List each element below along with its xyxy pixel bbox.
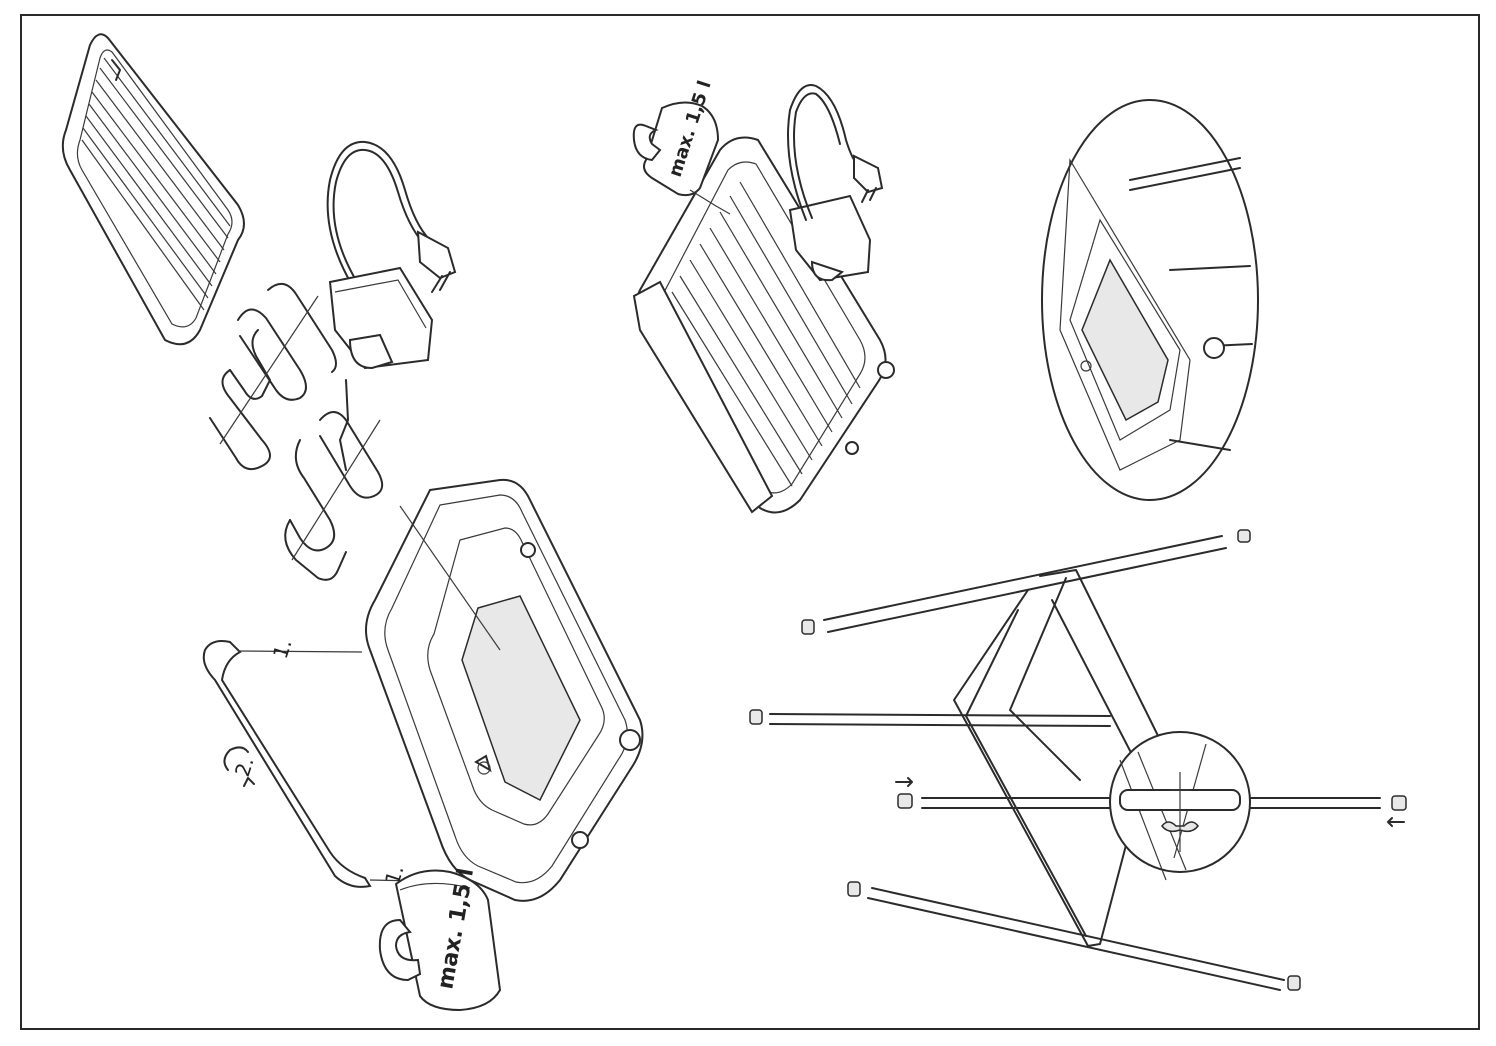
heating-element: [209, 283, 384, 581]
water-jug-pouring: [632, 101, 731, 215]
water-jug: [378, 869, 502, 1012]
figure-border: [20, 14, 1480, 1030]
stand-frame: [749, 529, 1407, 991]
assembled-grill: [632, 84, 895, 514]
thermostat-control: [328, 266, 434, 370]
handle-bracket: [202, 640, 471, 888]
step-label-2: 2.: [230, 754, 259, 780]
step-label-1a: 1.: [268, 636, 297, 662]
grill-grate: [61, 33, 245, 346]
base-tray: [365, 478, 644, 902]
power-cord: [326, 140, 457, 293]
detail-inset: [1041, 99, 1259, 501]
